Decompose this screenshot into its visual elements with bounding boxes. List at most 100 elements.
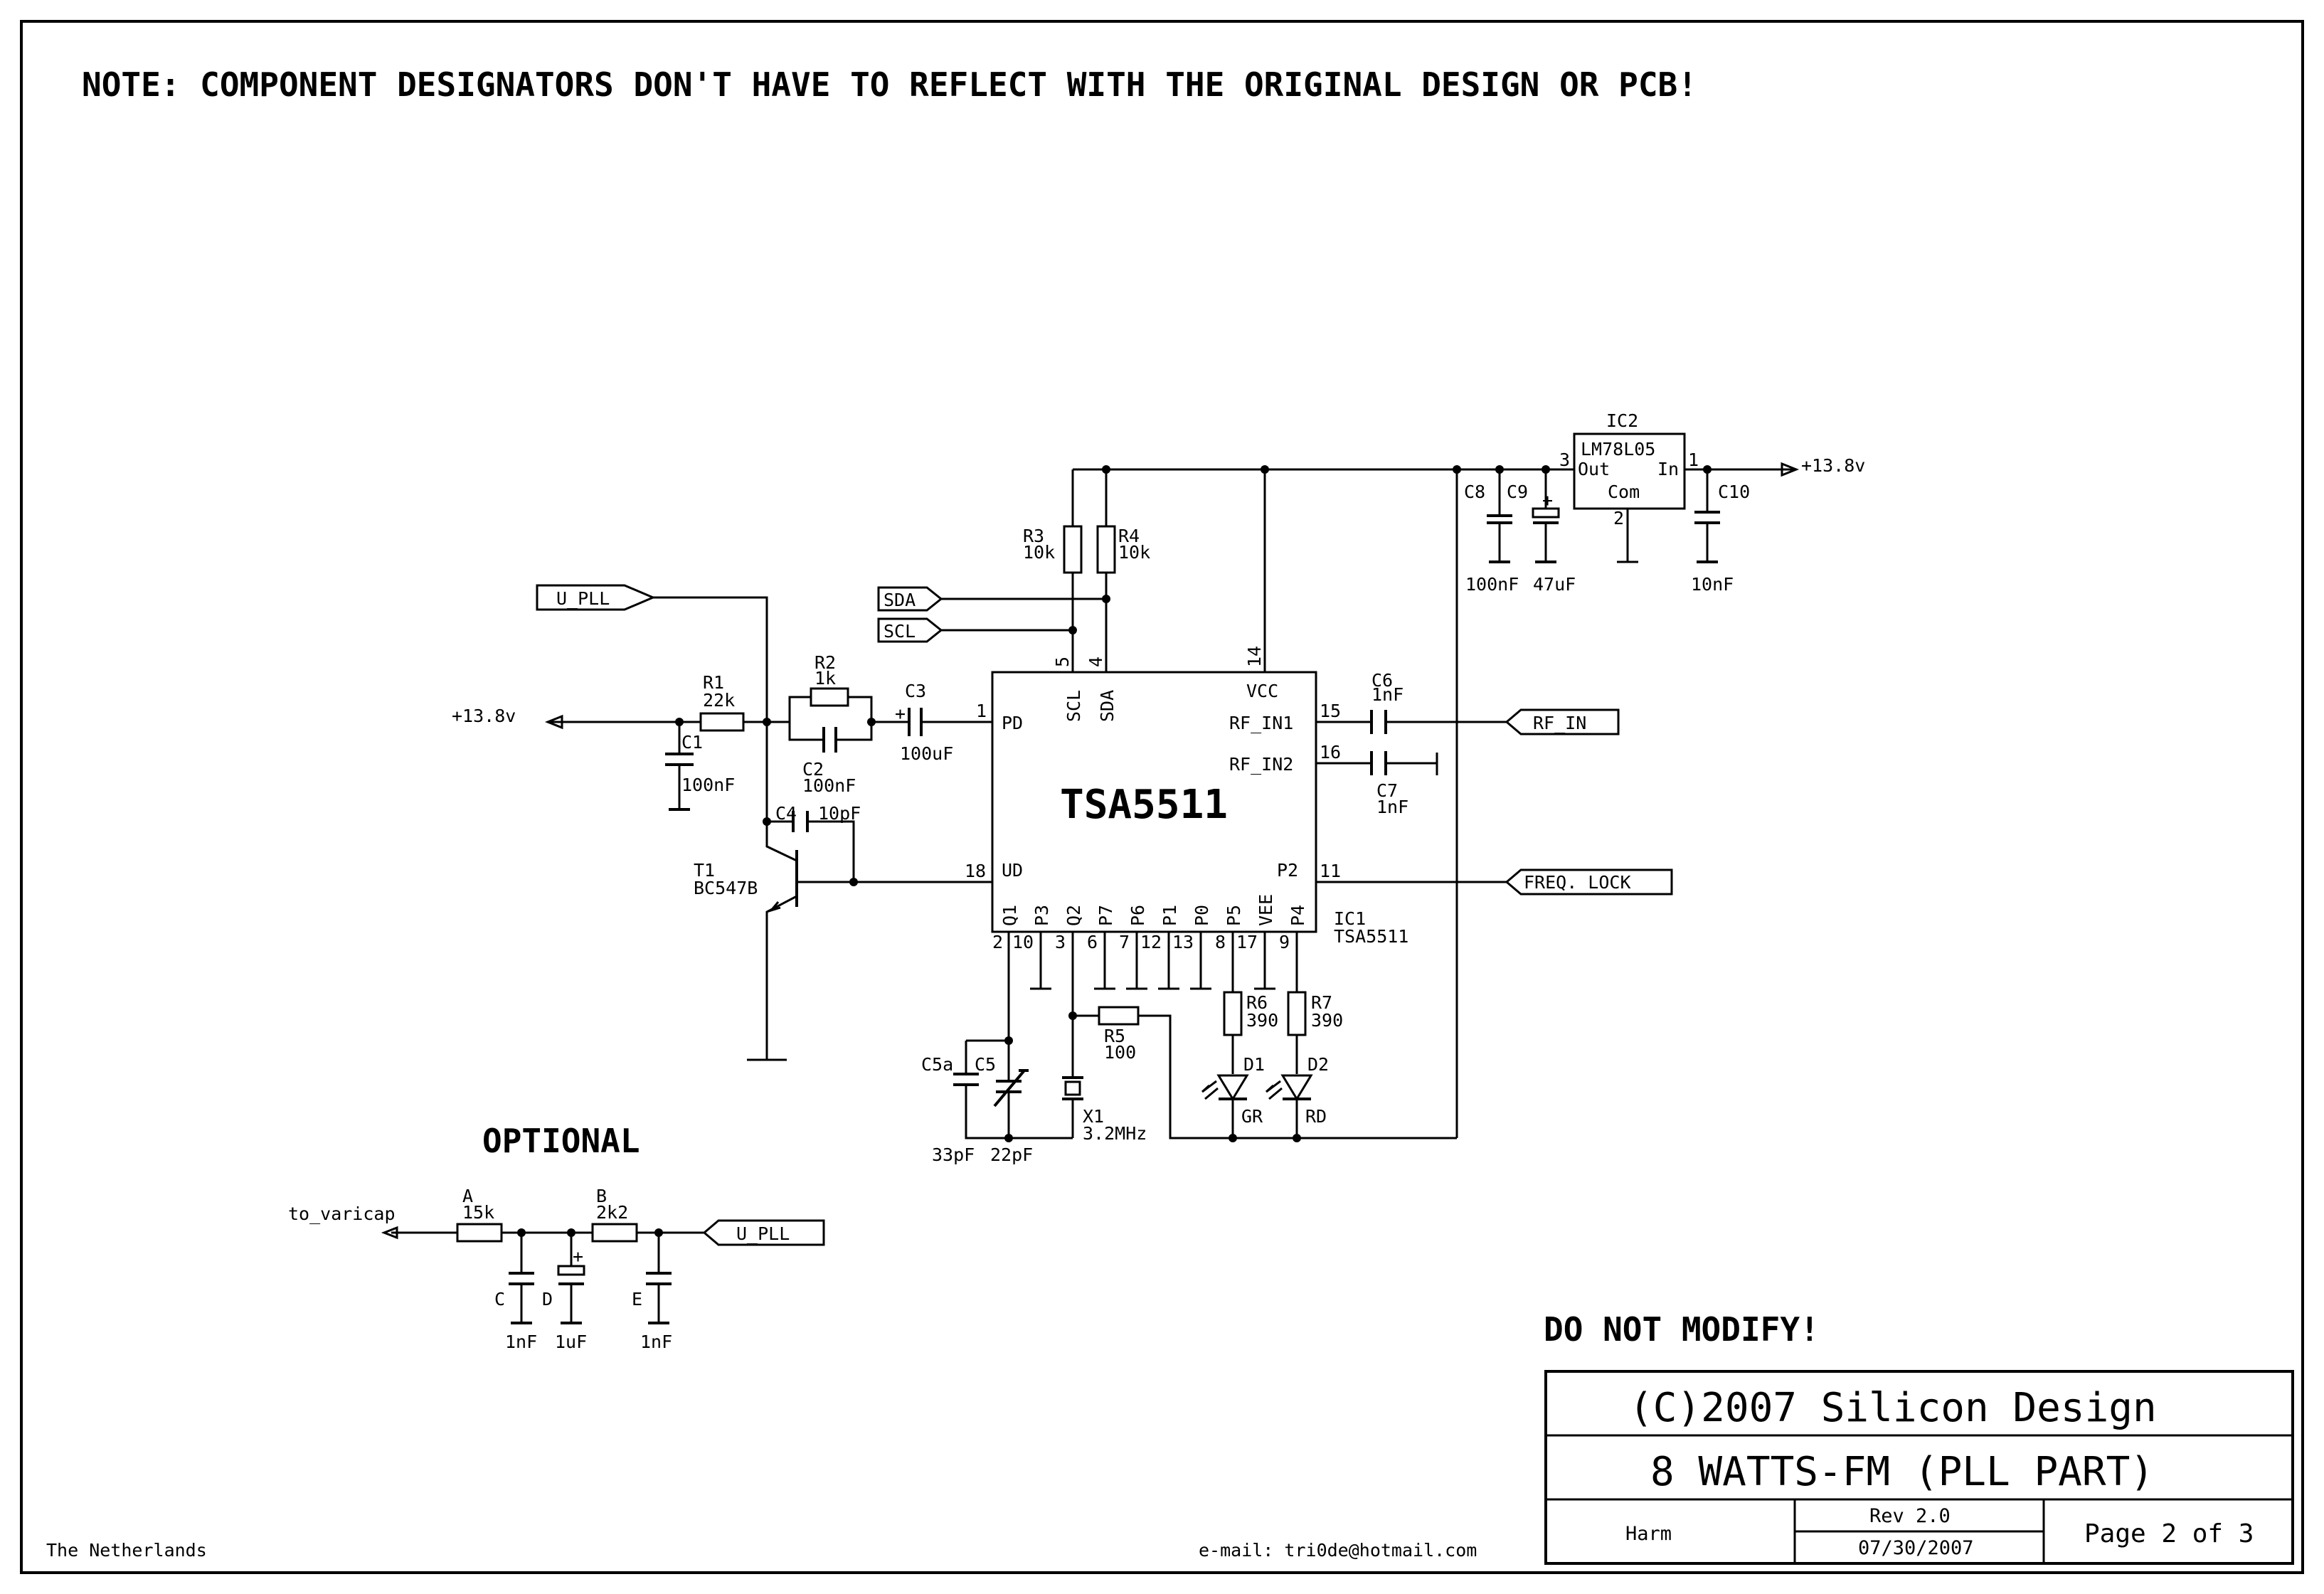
c10-value: 10nF: [1691, 574, 1734, 595]
ic1-tsa5511: TSA5511 IC1 TSA5511 PD VCC RF_IN1 RF_IN2…: [965, 646, 1408, 952]
ic2-pin-com: Com: [1608, 482, 1640, 502]
capacitor-c5a: [953, 1073, 979, 1086]
do-not-modify: DO NOT MODIFY!: [1544, 1310, 1820, 1349]
pin-number-7: 7: [1119, 932, 1130, 952]
resistor-r4: [1096, 525, 1116, 574]
r7-ref: R7: [1311, 992, 1332, 1013]
c8-ref: C8: [1464, 482, 1485, 502]
c4-value: 10pF: [818, 803, 861, 824]
pin-scl: SCL: [1063, 690, 1084, 722]
c8-value: 100nF: [1465, 574, 1519, 595]
tb-page: Page 2 of 3: [2084, 1519, 2254, 1548]
r5-ref: R5: [1104, 1026, 1125, 1046]
rb-value: 2k2: [596, 1202, 628, 1223]
capacitor-c8: [1487, 514, 1512, 563]
c1-value: 100nF: [681, 775, 735, 795]
capacitor-c1: [665, 753, 694, 811]
port-freq-lock-label: FREQ. LOCK: [1524, 872, 1631, 893]
c3-ref: C3: [905, 681, 926, 701]
pin-number-9: 9: [1279, 932, 1290, 952]
footer-email: e-mail: tri0de@hotmail.com: [1199, 1540, 1477, 1561]
port-u-pll-optional: [702, 1219, 825, 1246]
pin-number-3: 3: [1055, 932, 1066, 952]
pin-number-16: 16: [1320, 742, 1341, 763]
ic2-lm78l05: IC2 LM78L05 Out In Com 3 1 2: [1559, 410, 1699, 563]
c2-value: 100nF: [802, 775, 856, 796]
capacitor-c-opt: [509, 1272, 534, 1324]
d2-ref: D2: [1307, 1054, 1329, 1075]
pin-sda: SDA: [1097, 690, 1118, 722]
pin-p0: P0: [1192, 905, 1212, 926]
pin-p1: P1: [1160, 905, 1180, 926]
pin-p4: P4: [1288, 905, 1308, 926]
pin-number-8: 8: [1215, 932, 1226, 952]
pin-rf-in2: RF_IN2: [1229, 754, 1293, 775]
c2-ref: C2: [802, 759, 824, 780]
power-label-right: +13.8v: [1801, 455, 1865, 476]
pin-number-11: 11: [1320, 861, 1341, 881]
tb-title: 8 WATTS-FM (PLL PART): [1650, 1449, 2154, 1495]
capacitor-c5: [993, 1069, 1029, 1107]
to-varicap-label: to_varicap: [288, 1204, 396, 1224]
c1-ref: C1: [681, 732, 703, 753]
capacitors: C1 100nF C2 100nF + C3 100uF C4 10pF C5a…: [665, 482, 1750, 1165]
r1-ref: R1: [703, 672, 724, 693]
pin-p3: P3: [1031, 905, 1052, 926]
capacitor-c3: [908, 708, 923, 736]
c9-value: 47uF: [1533, 574, 1576, 595]
resistor-b: [591, 1223, 638, 1243]
ic2-pin-in: In: [1657, 459, 1679, 479]
power-label-left: +13.8v: [452, 706, 516, 726]
varicap-arrow: [381, 1226, 398, 1240]
pin-number-18: 18: [965, 861, 986, 881]
c5a-ref: C5a: [921, 1054, 953, 1075]
r2-ref: R2: [815, 652, 836, 673]
ra-value: 15k: [462, 1202, 494, 1223]
port-scl-label: SCL: [884, 621, 916, 642]
transistor-t1: T1 BC547B: [694, 850, 800, 913]
wiring: [391, 468, 1796, 1323]
cc-value: 1nF: [505, 1332, 537, 1352]
footer-country: The Netherlands: [46, 1540, 207, 1561]
pin-number-6: 6: [1087, 932, 1098, 952]
ic2-pin-3: 3: [1559, 450, 1570, 470]
optional-u-pll-label: U_PLL: [736, 1223, 790, 1244]
pin-p2: P2: [1277, 860, 1298, 881]
port-u-pll: [536, 584, 656, 611]
t1-value: BC547B: [694, 878, 758, 898]
c6-ref: C6: [1371, 670, 1393, 691]
r3-ref: R3: [1023, 526, 1044, 546]
c9-ref: C9: [1507, 482, 1528, 502]
c4-ref: C4: [775, 803, 797, 824]
ports: U_PLL SDA SCL RF_IN FREQ. LOCK +13.8v +1…: [452, 455, 1865, 896]
resistors: R1 22k R2 1k R3 10k R4 10k R5 100 R6 390…: [699, 525, 1343, 1063]
c9-plus: +: [1542, 490, 1553, 511]
optional-title: OPTIONAL: [482, 1122, 640, 1160]
led-d1: D1 GR: [1201, 1054, 1265, 1127]
pin-number-2: 2: [992, 932, 1003, 952]
ic1-part: TSA5511: [1334, 926, 1408, 947]
sheet-border: [20, 20, 2304, 1574]
design-note: NOTE: COMPONENT DESIGNATORS DON'T HAVE T…: [82, 65, 1697, 104]
capacitor-d-opt: [557, 1265, 585, 1276]
cc-ref: C: [494, 1289, 505, 1309]
port-scl: [877, 617, 943, 643]
power-arrow-right: [1781, 462, 1800, 477]
pin-p5: P5: [1224, 905, 1244, 926]
pin-number-15: 15: [1320, 701, 1341, 721]
capacitor-e-opt: [646, 1272, 672, 1324]
pin-number-10: 10: [1012, 932, 1034, 952]
pin-pd: PD: [1002, 713, 1023, 733]
d2-value: RD: [1305, 1106, 1327, 1127]
r6-value: 390: [1246, 1010, 1278, 1031]
power-arrow-left: [544, 714, 563, 730]
port-u-pll-label: U_PLL: [556, 588, 610, 609]
pin-number-13: 13: [1172, 932, 1194, 952]
port-sda: [877, 586, 943, 612]
pin-number-1: 1: [976, 701, 987, 721]
pin-number-12: 12: [1140, 932, 1162, 952]
tb-copyright: (C)2007 Silicon Design: [1629, 1385, 2157, 1431]
resistor-r7: [1287, 991, 1307, 1036]
capacitor-c4: [792, 811, 809, 832]
